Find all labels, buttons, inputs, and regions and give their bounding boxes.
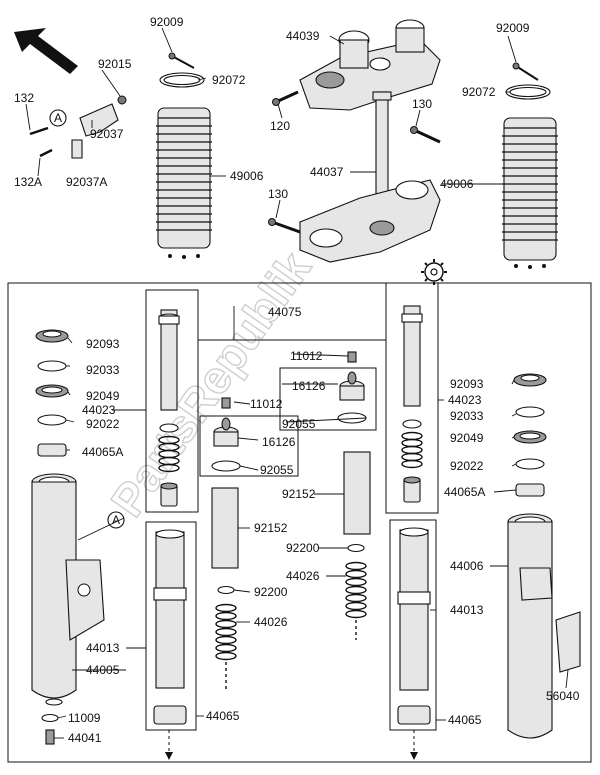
label-92093-left: 92093 — [86, 337, 120, 351]
label-92033-right: 92033 — [450, 409, 484, 423]
label-44065-right: 44065 — [448, 713, 482, 727]
inner-tube-right — [397, 527, 431, 725]
left-seal-stack — [35, 329, 69, 457]
washer-upper — [347, 543, 365, 553]
cap-box-left — [199, 415, 299, 477]
label-44005: 44005 — [86, 663, 120, 677]
label-11012-b: 11012 — [250, 397, 283, 411]
label-92152-b: 92152 — [254, 521, 288, 535]
fork-cap-lower — [211, 397, 241, 472]
screw-92009-right — [512, 62, 539, 81]
callout-a-top: A — [49, 109, 67, 127]
label-130-a: 130 — [412, 97, 432, 111]
upper-triple-clamp — [299, 19, 441, 111]
label-92022-right: 92022 — [450, 459, 484, 473]
label-132: 132 — [14, 91, 34, 105]
bolt-120 — [272, 90, 299, 106]
label-44041: 44041 — [68, 731, 102, 745]
spring-upper — [345, 561, 367, 640]
label-92022-left: 92022 — [86, 417, 120, 431]
leader-lines — [25, 27, 569, 739]
label-11009: 11009 — [68, 711, 101, 725]
svg-text:A: A — [112, 513, 120, 527]
label-92049-right: 92049 — [450, 431, 484, 445]
label-92009-left: 92009 — [150, 15, 184, 29]
callout-a-fork: A — [107, 511, 125, 529]
label-44013-right: 44013 — [450, 603, 484, 617]
fork-cap-upper — [337, 351, 367, 424]
label-16126-b: 16126 — [262, 435, 296, 449]
gear-icon — [421, 259, 447, 285]
label-44026-a: 44026 — [286, 569, 320, 583]
label-44023-right: 44023 — [448, 393, 482, 407]
reflector-bracket — [29, 95, 127, 159]
label-44075: 44075 — [268, 305, 302, 319]
inner-tube-left — [153, 529, 187, 725]
front-arrow-icon — [14, 28, 78, 74]
label-92055-a: 92055 — [282, 417, 316, 431]
label-92152-a: 92152 — [282, 487, 316, 501]
label-49006-left: 49006 — [230, 169, 264, 183]
washer-11009 — [41, 713, 59, 723]
right-lower-box — [389, 519, 437, 731]
label-132a: 132A — [14, 175, 42, 189]
label-44065a-left: 44065A — [82, 445, 123, 459]
svg-text:A: A — [54, 111, 62, 125]
left-cartridge-box — [145, 289, 199, 513]
bolt-44041 — [45, 729, 55, 745]
label-92072-left: 92072 — [212, 73, 246, 87]
label-44006: 44006 — [450, 559, 484, 573]
label-16126-a: 16126 — [292, 379, 326, 393]
label-44013-left: 44013 — [86, 641, 120, 655]
fork-guard — [555, 611, 581, 673]
label-92015: 92015 — [98, 57, 132, 71]
fork-boot-right — [502, 117, 558, 269]
label-49006-right: 49006 — [440, 177, 474, 191]
label-130-b: 130 — [268, 187, 288, 201]
label-92055-b: 92055 — [260, 463, 294, 477]
assembly-frame — [7, 282, 592, 763]
label-92049-left: 92049 — [86, 389, 120, 403]
spacer-upper — [343, 451, 371, 535]
label-44037: 44037 — [310, 165, 344, 179]
steering-stem — [299, 91, 441, 263]
right-seal-stack — [513, 373, 547, 497]
right-damper-rod — [401, 305, 423, 503]
left-damper-rod — [158, 309, 180, 507]
left-lower-box — [145, 521, 197, 731]
washer-lower — [217, 585, 235, 595]
outer-tube-left — [31, 473, 105, 706]
right-cartridge-box — [385, 282, 439, 514]
label-92037: 92037 — [90, 127, 124, 141]
spring-lower — [215, 603, 237, 690]
label-92200-a: 92200 — [286, 541, 320, 555]
label-44026-b: 44026 — [254, 615, 288, 629]
label-44065a-right: 44065A — [444, 485, 485, 499]
guide-lines — [168, 730, 415, 752]
fork-boot-left — [156, 107, 212, 259]
label-92072-right: 92072 — [462, 85, 496, 99]
label-44023-left: 44023 — [82, 403, 116, 417]
outer-tube-right — [507, 513, 553, 739]
guide-arrowheads — [165, 752, 418, 760]
screw-92009-left — [168, 52, 195, 69]
label-11012-a: 11012 — [290, 349, 323, 363]
label-120: 120 — [270, 119, 290, 133]
label-44039: 44039 — [286, 29, 320, 43]
label-92033-left: 92033 — [86, 363, 120, 377]
bolt-130-upper — [410, 126, 441, 144]
label-44065-left: 44065 — [206, 709, 240, 723]
cap-box-right — [279, 367, 377, 431]
label-92200-b: 92200 — [254, 585, 288, 599]
label-92037a: 92037A — [66, 175, 107, 189]
label-92093-right: 92093 — [450, 377, 484, 391]
label-56040: 56040 — [546, 689, 580, 703]
spacer-lower — [211, 487, 239, 569]
bolt-130-lower — [268, 218, 301, 234]
label-92009-right: 92009 — [496, 21, 530, 35]
